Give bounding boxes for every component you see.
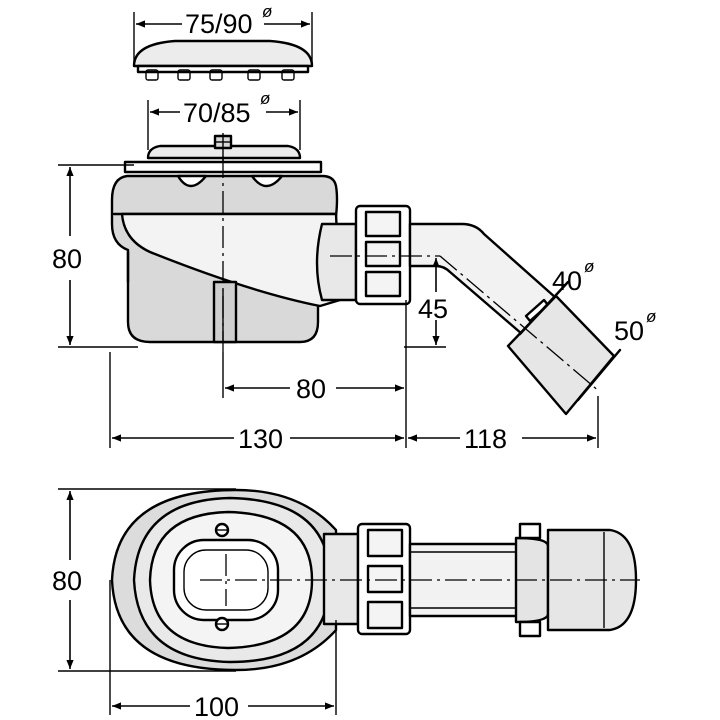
pipe-large-diameter-symbol: ø xyxy=(646,307,656,326)
outlet-nut xyxy=(315,204,412,306)
extension-lines xyxy=(58,12,599,448)
pipe-small-diameter-symbol: ø xyxy=(584,257,594,276)
body-height-label: 80 xyxy=(52,244,82,274)
outlet-offset-label: 80 xyxy=(296,374,326,404)
pipe-length-label: 118 xyxy=(464,424,507,454)
center-lines xyxy=(222,156,601,393)
pipe-large-diameter-label: 50 xyxy=(614,316,644,346)
dimension-labels: 75/90 ø 70/85 ø 80 45 40 ø 50 ø 80 130 1… xyxy=(52,2,656,454)
dimension-lines xyxy=(66,20,596,442)
plan-view: 80 100 xyxy=(52,488,640,720)
pipe-small-diameter-label: 40 xyxy=(552,266,582,296)
plan-housing xyxy=(110,488,338,672)
plan-dimensions: 80 100 xyxy=(52,488,337,720)
cover-cap xyxy=(132,39,314,81)
grate-diameter-symbol: ø xyxy=(260,89,270,108)
plan-center-lines xyxy=(200,554,640,606)
grate xyxy=(146,133,302,166)
drain-body xyxy=(110,160,342,344)
cover-diameter-label: 75/90 xyxy=(185,9,253,39)
outlet-height-label: 45 xyxy=(418,294,448,324)
total-length-label: 130 xyxy=(238,424,283,454)
cover-diameter-symbol: ø xyxy=(262,2,272,21)
plan-length-label: 100 xyxy=(194,692,239,720)
grate-diameter-label: 70/85 xyxy=(183,98,251,128)
plan-width-label: 80 xyxy=(52,566,82,596)
side-view: 75/90 ø 70/85 ø 80 45 40 ø 50 ø 80 130 1… xyxy=(52,2,656,454)
